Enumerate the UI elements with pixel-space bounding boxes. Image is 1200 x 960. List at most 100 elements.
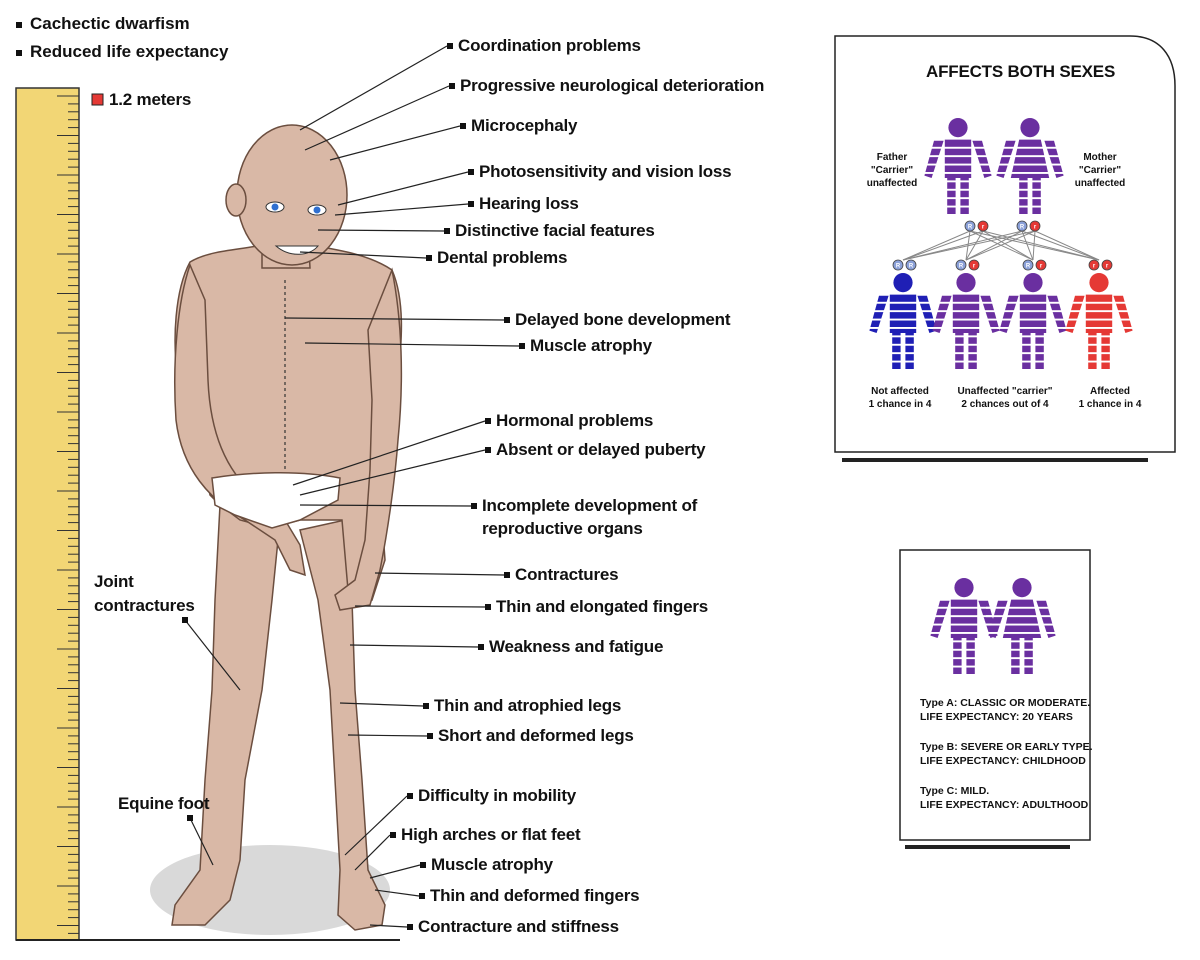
symptom-label: Weakness and fatigue	[489, 637, 664, 656]
leader-line	[329, 125, 461, 161]
symptom-label: Progressive neurological deterioration	[460, 76, 765, 95]
allele-icon	[977, 220, 989, 232]
symptom-label: Thin and elongated fingers	[496, 597, 709, 616]
allele-letter: r	[1034, 225, 1037, 231]
allele-letter: R	[896, 264, 901, 270]
bullet	[182, 617, 188, 623]
allele-letter: R	[1026, 264, 1031, 270]
type-c: Type C: MILD. LIFE EXPECTANCY: ADULTHOOD	[920, 784, 1088, 812]
bullet	[426, 255, 432, 261]
symptom-label: High arches or flat feet	[401, 825, 581, 844]
leader-line	[334, 203, 469, 216]
label-contractures: contractures	[94, 596, 195, 615]
type-line: Type A: CLASSIC OR MODERATE.	[920, 697, 1091, 709]
allele-icon	[1029, 220, 1041, 232]
bullet	[485, 418, 491, 424]
leader-line	[369, 864, 421, 879]
symptom-label: Absent or delayed puberty	[496, 440, 706, 459]
pedigree-line	[965, 230, 971, 261]
bullet	[485, 604, 491, 610]
leader-line	[317, 229, 445, 232]
allele-icon	[1016, 220, 1028, 232]
leader-line	[344, 795, 408, 856]
father-label: Father "Carrier" unaffected	[858, 151, 926, 190]
outcome-line: 1 chance in 4	[1078, 399, 1142, 410]
allele-letter: r	[982, 225, 985, 231]
leader-line	[369, 924, 408, 928]
bullet	[444, 228, 450, 234]
pedigree-line	[902, 230, 971, 261]
allele-letter: R	[909, 264, 914, 270]
symptom-label: Hormonal problems	[496, 411, 654, 430]
note-cachectic-dwarfism: Cachectic dwarfism	[16, 14, 190, 34]
label-joint: Joint	[94, 572, 134, 591]
leader-line	[374, 889, 420, 897]
symptom-label: Contractures	[515, 565, 619, 584]
panel-title: AFFECTS BOTH SEXES	[926, 62, 1116, 81]
note-text: Cachectic dwarfism	[30, 14, 190, 33]
pedigree-line	[1021, 230, 1034, 261]
leader-line	[349, 644, 479, 648]
father-line: "Carrier"	[870, 165, 914, 176]
type-b: Type B: SEVERE OR EARLY TYPE.LIFE EXPECT…	[920, 740, 1093, 768]
outcome-line: 2 chances out of 4	[961, 399, 1049, 410]
symptom-label: Thin and deformed fingers	[430, 886, 640, 905]
bullet	[407, 924, 413, 930]
leader-line	[304, 342, 520, 347]
symptom-label: Microcephaly	[471, 116, 578, 135]
symptom-label: Delayed bone development	[515, 310, 731, 329]
pedigree-line	[1034, 230, 1100, 261]
father-line: unaffected	[866, 178, 918, 189]
bullet	[468, 169, 474, 175]
symptom-label: Incomplete development of	[482, 496, 698, 515]
child-figure-icon	[930, 273, 1002, 369]
type-line: LIFE EXPECTANCY: ADULTHOOD	[920, 799, 1089, 811]
symptom-label: Muscle atrophy	[530, 336, 652, 355]
allele-icon	[1088, 259, 1100, 271]
father-line: Father	[876, 152, 908, 163]
allele-icon	[1035, 259, 1047, 271]
allele-icon	[1101, 259, 1113, 271]
male-figure-icon	[928, 578, 1000, 674]
type-line: Type C: MILD.	[920, 785, 990, 797]
leader-line	[304, 85, 450, 151]
pedigree-line	[969, 230, 1034, 261]
height-ruler	[15, 87, 80, 941]
leader-line	[299, 449, 486, 496]
type-line: LIFE EXPECTANCY: CHILDHOOD	[920, 755, 1086, 767]
bullet	[423, 703, 429, 709]
female-figure-icon	[986, 578, 1058, 674]
bullet	[485, 447, 491, 453]
bullet	[419, 893, 425, 899]
leader-line	[347, 734, 428, 737]
allele-letter: R	[968, 225, 973, 231]
leader-line	[299, 504, 472, 507]
bullet	[471, 503, 477, 509]
height-label: 1.2 meters	[109, 90, 192, 109]
symptom-label: Photosensitivity and vision loss	[479, 162, 732, 181]
bullet	[390, 832, 396, 838]
bullet	[519, 343, 525, 349]
ruler-ticks	[57, 95, 79, 934]
bullet	[478, 644, 484, 650]
child-figure-icon	[867, 273, 939, 369]
leader-line	[189, 817, 214, 866]
leader-line	[299, 45, 448, 131]
bullet	[449, 83, 455, 89]
child-figure-icon	[1063, 273, 1135, 369]
outcome-line: Not affected	[871, 386, 929, 397]
leader-line	[337, 171, 469, 206]
symptom-label: Coordination problems	[458, 36, 641, 55]
bullet	[504, 317, 510, 323]
type-line: LIFE EXPECTANCY: 20 YEARS	[920, 711, 1073, 723]
allele-letter: r	[973, 264, 976, 270]
allele-letter: R	[959, 264, 964, 270]
outcome-line: Unaffected "carrier"	[957, 386, 1053, 397]
leader-line	[354, 834, 391, 871]
bullet	[504, 572, 510, 578]
pedigree-line	[965, 230, 1023, 261]
mother-line: Mother	[1083, 152, 1117, 163]
symptom-label: Contracture and stiffness	[418, 917, 619, 936]
